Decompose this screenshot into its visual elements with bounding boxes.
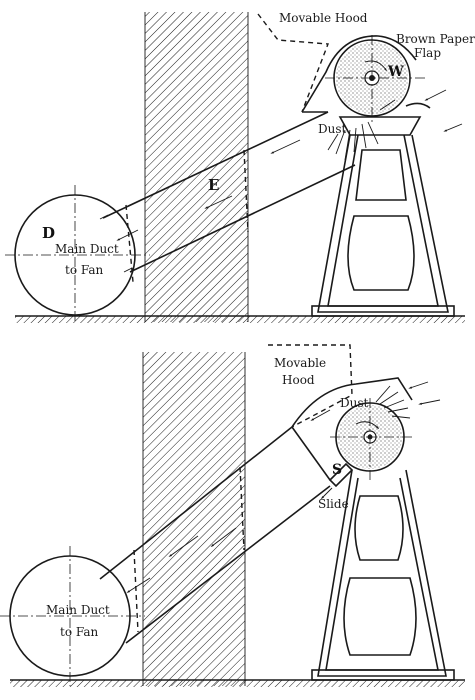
- top-flap-label-1: Brown Paper: [396, 32, 475, 46]
- top-stand: [317, 134, 449, 313]
- top-panel: Movable Hood Brown Paper Flap W Dust E D…: [5, 11, 475, 323]
- top-tool-rest: [338, 116, 422, 136]
- bottom-panel: Movable Hood Dust S Slide Main Duct to F…: [0, 344, 465, 687]
- top-duct-label-1: Main Duct: [55, 242, 119, 256]
- top-floor: [15, 316, 465, 323]
- bottom-floor: [10, 680, 465, 687]
- top-movable-hood: [257, 13, 329, 113]
- top-duct-letter: D: [42, 224, 55, 242]
- bottom-wall: [143, 352, 245, 686]
- top-wheel-label: W: [387, 64, 404, 80]
- top-duct-label-2: to Fan: [65, 263, 104, 277]
- bottom-stand: [317, 469, 447, 677]
- bottom-pipe-lower: [125, 485, 331, 644]
- bottom-duct-label-2: to Fan: [60, 625, 99, 639]
- bottom-slide-label: Slide: [318, 497, 349, 511]
- bottom-dust-particles: [375, 385, 411, 419]
- top-dust-label: Dust: [318, 122, 347, 136]
- bottom-pipe-upper: [99, 426, 293, 580]
- bottom-dust-label: Dust: [340, 396, 369, 410]
- bottom-hood-label-2: Hood: [282, 373, 315, 387]
- top-hood: [301, 35, 417, 113]
- top-dust-particles: [327, 99, 396, 161]
- bottom-duct-label-1: Main Duct: [46, 603, 110, 617]
- top-pipe-lower: [129, 164, 356, 273]
- top-pipe-upper: [102, 111, 329, 219]
- bottom-hood-label-1: Movable: [274, 356, 326, 370]
- top-wall: [145, 12, 248, 322]
- bottom-hood: [291, 377, 413, 428]
- bottom-movable-hood: [268, 344, 353, 428]
- top-paper-flap: [405, 102, 431, 109]
- bottom-slide-letter: S: [332, 462, 342, 478]
- top-pipe-label: E: [208, 176, 219, 194]
- top-flap-label-2: Flap: [414, 46, 441, 60]
- top-hood-label: Movable Hood: [279, 11, 368, 25]
